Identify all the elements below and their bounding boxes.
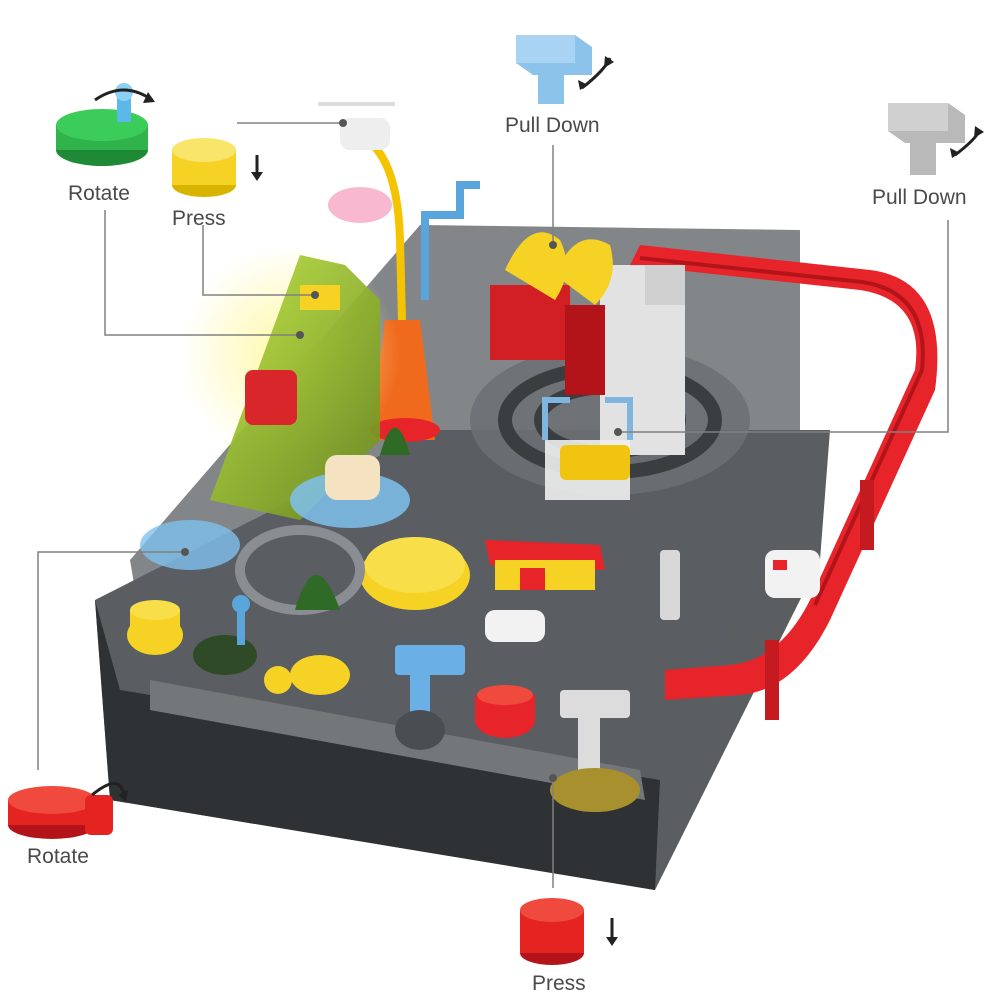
spiral-ramp [470, 265, 750, 500]
house [485, 540, 605, 590]
gray-pull-lever-icon [888, 103, 984, 175]
helicopter-icon [340, 118, 390, 150]
label-pull-down-center: Pull Down [505, 114, 600, 137]
blue-pipe [421, 181, 480, 300]
callout-lines [37, 122, 949, 888]
label-rotate-top-left: Rotate [68, 182, 130, 205]
red-truck-icon [245, 370, 297, 425]
blue-pull-lever-icon [516, 35, 614, 104]
label-rotate-bottom-left: Rotate [27, 845, 89, 868]
label-press-bottom: Press [532, 972, 586, 995]
callout-dots [181, 119, 622, 782]
red-track [630, 245, 938, 720]
green-rotating-disc-icon [56, 83, 155, 166]
ambulance-icon [765, 550, 820, 598]
label-press-top: Press [172, 207, 226, 230]
pink-car-icon [328, 187, 392, 223]
red-rotating-disc-icon [8, 782, 128, 839]
police-car-icon [485, 610, 545, 642]
turntables [140, 455, 470, 615]
label-pull-down-right: Pull Down [872, 186, 967, 209]
front-controls [127, 595, 640, 812]
tree-icon [380, 427, 410, 455]
green-ramp [180, 245, 400, 520]
yellow-bus-icon [560, 445, 630, 480]
van-icon [325, 455, 380, 500]
red-press-button-icon [520, 898, 618, 965]
traffic-sign [660, 550, 680, 620]
tree-icon [295, 575, 340, 610]
garage-towers [490, 232, 613, 395]
yellow-press-button-icon [172, 138, 263, 197]
